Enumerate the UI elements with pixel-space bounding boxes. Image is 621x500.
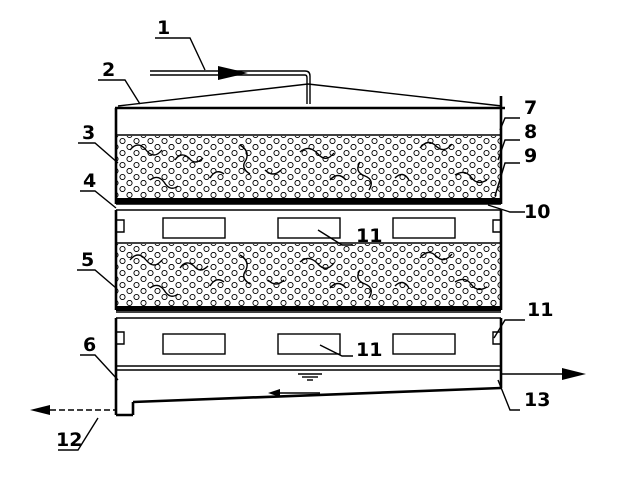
label-9: 9 xyxy=(524,145,537,167)
label-12: 12 xyxy=(56,429,82,451)
label-3: 3 xyxy=(82,122,95,144)
label-8: 8 xyxy=(524,121,537,143)
label-13: 13 xyxy=(524,389,550,411)
nozzle-slot xyxy=(392,333,456,355)
inlet-pipe xyxy=(150,66,311,104)
outlet-12 xyxy=(30,405,116,415)
inlet-arrow-icon xyxy=(218,66,248,80)
outlet-13 xyxy=(501,368,586,380)
label-11-upper: 11 xyxy=(356,225,382,247)
label-11-lower: 11 xyxy=(356,339,382,361)
nozzle-slot xyxy=(392,217,456,239)
label-10: 10 xyxy=(524,201,550,223)
label-7: 7 xyxy=(524,97,537,119)
upper-plenum xyxy=(116,203,501,244)
leader-lines xyxy=(58,37,525,451)
lower-plenum xyxy=(116,311,501,355)
distributor-cover xyxy=(115,83,505,110)
label-4: 4 xyxy=(83,170,96,192)
outlet-right-arrow-icon xyxy=(562,368,586,380)
outlet-left-arrow-icon xyxy=(30,405,50,415)
label-6: 6 xyxy=(83,334,96,356)
label-2: 2 xyxy=(102,59,115,81)
flow-arrow-icon xyxy=(268,389,280,397)
upper-media-bed xyxy=(116,134,501,204)
nozzle-slot xyxy=(277,333,341,355)
callout-labels: 1 2 3 4 5 6 7 8 9 10 11 11 11 12 13 xyxy=(56,17,553,451)
nozzle-slot xyxy=(162,333,226,355)
collection-sump xyxy=(116,365,503,417)
label-1: 1 xyxy=(157,17,170,39)
nozzle-slot xyxy=(162,217,226,239)
lower-media-bed xyxy=(116,244,501,311)
label-5: 5 xyxy=(81,249,94,271)
nozzle-slot xyxy=(277,217,341,239)
label-11-right: 11 xyxy=(527,299,553,321)
